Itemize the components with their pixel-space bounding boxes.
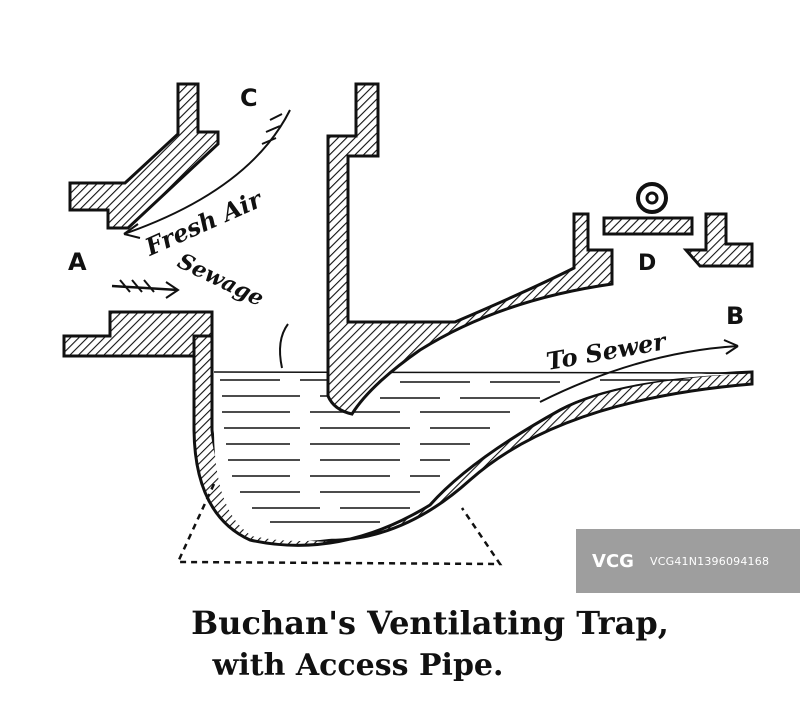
pipe-c-left-wall	[68, 82, 220, 230]
sewage-label: Sewage	[173, 248, 268, 312]
label-d: D	[638, 251, 656, 276]
caption-line-2: with Access Pipe.	[212, 648, 504, 683]
label-b: B	[726, 302, 744, 330]
fresh-air-arrow	[123, 109, 291, 235]
sewage-arrow-feathers	[119, 279, 180, 299]
label-c: C	[240, 84, 258, 112]
pipe-a-lower-flange	[62, 310, 214, 358]
sewage-lead-line	[279, 323, 289, 369]
to-sewer-label: To Sewer	[544, 326, 670, 376]
access-cover-d	[602, 182, 754, 268]
caption-line-1: Buchan's Ventilating Trap,	[191, 604, 669, 642]
central-partition	[326, 82, 614, 416]
fresh-air-arrowhead	[123, 223, 141, 239]
dotted-access-outline	[176, 483, 503, 566]
fresh-air-feathers	[261, 113, 283, 145]
to-sewer-arrow	[539, 345, 739, 403]
watermark-banner: VCG VCG41N1396094168	[576, 529, 800, 593]
label-a: A	[68, 248, 87, 276]
to-sewer-arrowhead	[723, 339, 739, 355]
water-body	[213, 371, 744, 542]
watermark-logo: VCG	[592, 550, 634, 572]
sewage-arrow	[111, 284, 179, 292]
watermark-id: VCG41N1396094168	[650, 554, 770, 568]
